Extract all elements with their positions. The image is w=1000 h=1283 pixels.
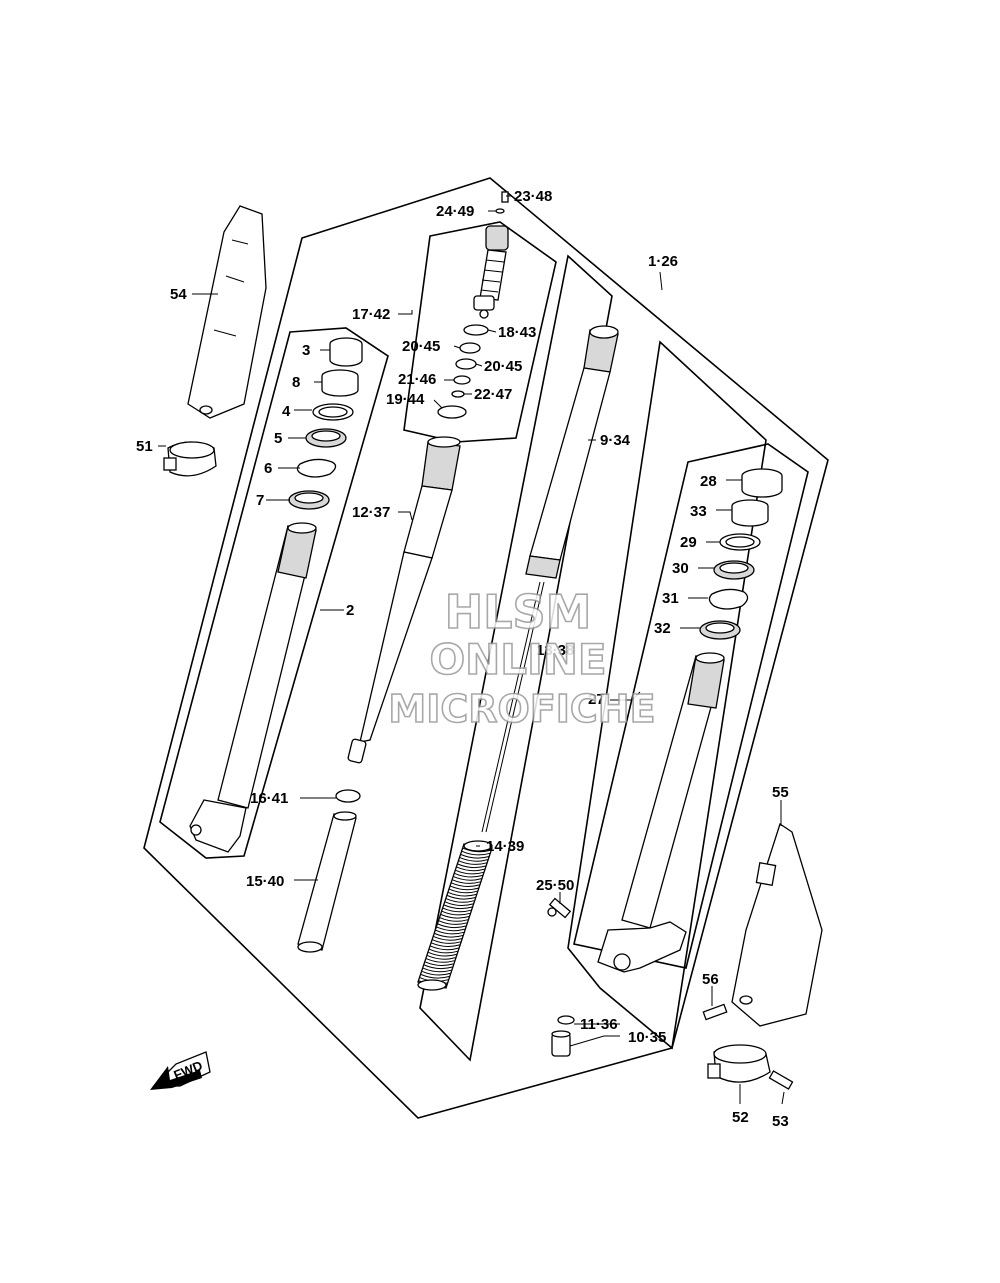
bushing-8 xyxy=(321,369,359,397)
callout-1-26: 1·26 xyxy=(648,253,678,270)
callout-8: 8 xyxy=(292,374,300,391)
callout-14-39: 14·39 xyxy=(486,838,524,855)
callout-6: 6 xyxy=(264,460,272,477)
tube-15 xyxy=(297,811,357,953)
washer-20a xyxy=(459,342,481,354)
outer-leg-subframe xyxy=(567,340,767,1050)
washer-24 xyxy=(495,208,505,214)
callout-24-49: 24·49 xyxy=(436,203,474,220)
callout-22-47: 22·47 xyxy=(474,386,512,403)
stopper-ring-6 xyxy=(296,458,337,478)
callout-53: 53 xyxy=(772,1113,789,1130)
o-ring-18 xyxy=(463,324,489,336)
callout-55: 55 xyxy=(772,784,789,801)
ring-16 xyxy=(335,789,361,803)
dust-seal-7 xyxy=(288,490,330,510)
inner-assembly-frame xyxy=(419,254,613,1062)
callout-25-50: 25·50 xyxy=(536,877,574,894)
washer-20b xyxy=(455,358,477,370)
callout-17-42: 17·42 xyxy=(352,306,390,323)
fork-spring-14 xyxy=(417,840,493,991)
bolt-25 xyxy=(547,897,572,919)
piston-tube-9 xyxy=(525,325,619,579)
watermark-line3: MICROFICHE xyxy=(388,687,655,731)
bolt-10 xyxy=(551,1030,571,1057)
callout-13-38: 13·38 xyxy=(536,642,574,659)
callout-5: 5 xyxy=(274,430,282,447)
callout-31: 31 xyxy=(662,590,679,607)
callout-labels: 23·48 24·49 1·26 54 17·42 18·43 3 20·45 … xyxy=(136,188,789,1130)
callout-16-41: 16·41 xyxy=(250,790,288,807)
washer-4-inner xyxy=(318,406,348,418)
callout-52: 52 xyxy=(732,1109,749,1126)
dust-seal-32 xyxy=(699,620,741,640)
callout-19-44: 19·44 xyxy=(386,391,425,408)
bolt-53 xyxy=(768,1070,794,1090)
oil-seal-5 xyxy=(305,428,347,448)
rod-13b xyxy=(485,581,545,833)
outer-tube-left xyxy=(189,522,317,853)
fork-tube-subframe xyxy=(159,327,389,859)
washer-29-inner xyxy=(725,536,755,548)
damper-subframe xyxy=(403,221,557,443)
callout-33: 33 xyxy=(690,503,707,520)
callout-15-40: 15·40 xyxy=(246,873,284,890)
watermark-line2: ONLINE xyxy=(429,635,606,684)
callout-51: 51 xyxy=(136,438,153,455)
callout-21-46: 21·46 xyxy=(398,371,436,388)
callout-20-45a: 20·45 xyxy=(402,338,440,355)
bolt-23 xyxy=(501,191,509,203)
callout-23-48: 23·48 xyxy=(514,188,552,205)
callout-27: 27 xyxy=(588,691,605,708)
rod-13 xyxy=(481,581,541,833)
bushing-3 xyxy=(329,337,363,367)
left-fork-guard xyxy=(187,205,267,419)
o-ring-11 xyxy=(557,1015,575,1025)
forward-direction-icon: FWD xyxy=(150,1051,211,1090)
callout-28: 28 xyxy=(700,473,717,490)
callout-7: 7 xyxy=(256,492,264,509)
bushing-33 xyxy=(731,499,769,527)
watermark-line1: HLSM xyxy=(445,585,592,639)
callout-2: 2 xyxy=(346,602,354,619)
callout-56: 56 xyxy=(702,971,719,988)
outer-tube-right xyxy=(597,652,725,973)
callout-4: 4 xyxy=(282,403,291,420)
callout-29: 29 xyxy=(680,534,697,551)
callout-12-37: 12·37 xyxy=(352,504,390,521)
callout-3: 3 xyxy=(302,342,310,359)
bushing-28 xyxy=(741,468,783,498)
right-fork-guard xyxy=(731,822,823,1027)
upper-guard-clamp xyxy=(163,441,217,477)
watermark: HLSM ONLINE MICROFICHE xyxy=(388,584,657,732)
leader-lines xyxy=(158,195,785,1105)
ring-22 xyxy=(451,390,465,398)
callout-32: 32 xyxy=(654,620,671,637)
oil-seal-30 xyxy=(713,560,755,580)
ring-21 xyxy=(453,375,471,385)
callout-18-43: 18·43 xyxy=(498,324,536,341)
callout-54: 54 xyxy=(170,286,187,303)
callout-10-35: 10·35 xyxy=(628,1029,666,1046)
callout-20-45b: 20·45 xyxy=(484,358,522,375)
bolt-56 xyxy=(702,1003,728,1021)
damper-cartridge-17 xyxy=(473,225,509,319)
lower-guard-clamp-52 xyxy=(707,1044,771,1083)
right-leg-subframe xyxy=(573,443,809,969)
stopper-ring-31 xyxy=(708,588,749,610)
o-ring-19 xyxy=(437,405,467,419)
callout-11-36: 11·36 xyxy=(580,1016,618,1033)
callout-30: 30 xyxy=(672,560,689,577)
inner-tube-12 xyxy=(347,436,461,764)
callout-9-34: 9·34 xyxy=(600,432,631,449)
